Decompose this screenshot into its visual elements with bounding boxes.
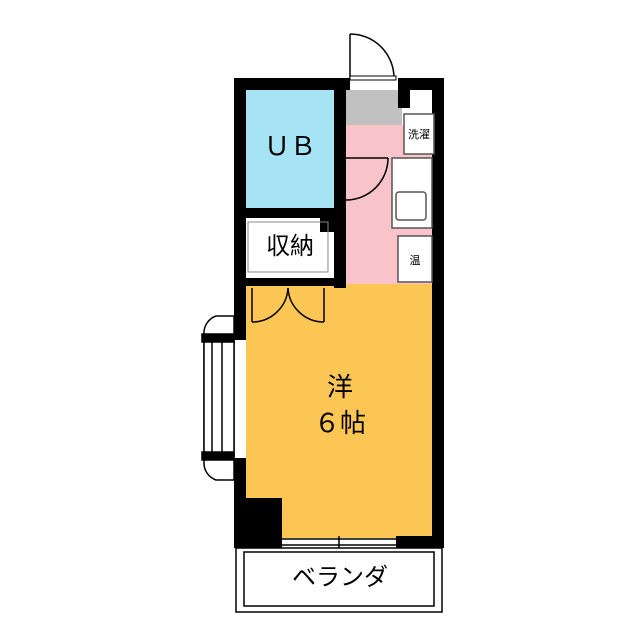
water-heater-box	[397, 235, 433, 283]
washer-space	[403, 113, 435, 155]
balcony	[235, 547, 443, 613]
western-room-size-label: ６帖	[314, 409, 366, 439]
entrance-door	[349, 33, 395, 79]
entrance-step	[349, 75, 397, 81]
water-heater-label: 温	[410, 254, 421, 267]
kitchen-counter	[391, 157, 433, 229]
storage-doors	[247, 221, 329, 323]
balcony-label: ベランダ	[292, 563, 388, 591]
storage-label: 収納	[266, 232, 314, 260]
western-room-area	[246, 284, 434, 538]
balcony-sliding-door	[282, 536, 396, 548]
unit-bath-label: ＵＢ	[264, 132, 316, 162]
entrance-area	[346, 90, 402, 125]
walls	[234, 78, 444, 548]
washer-label: 洗濯	[408, 128, 430, 141]
bay-window	[201, 315, 235, 481]
unit-bath-area	[246, 90, 334, 208]
western-room-type-label: 洋	[327, 373, 353, 403]
bathroom-door	[345, 157, 389, 201]
